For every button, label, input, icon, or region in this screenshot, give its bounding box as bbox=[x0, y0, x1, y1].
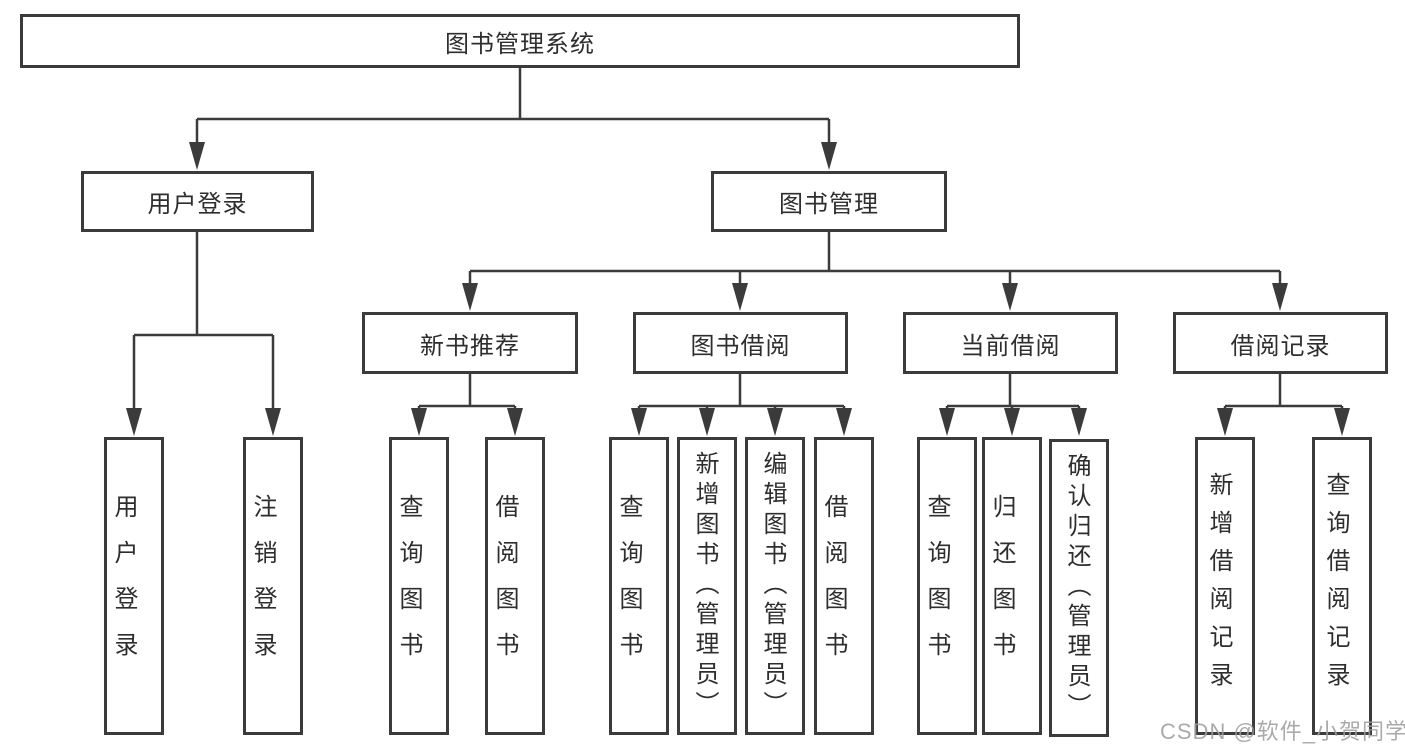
leaf-borrow-books: 借阅图书 bbox=[814, 437, 874, 735]
node-borrow-records: 借阅记录 bbox=[1173, 312, 1388, 374]
arrowheads bbox=[126, 142, 1350, 436]
arrow-icon bbox=[1071, 408, 1087, 436]
arrow-icon bbox=[821, 142, 837, 170]
arrow-icon bbox=[1004, 408, 1020, 436]
leaf-user-login: 用户登录 bbox=[104, 437, 164, 735]
edge-root-to-level2 bbox=[195, 68, 831, 148]
leaf-add-borrow-record: 新增借阅记录 bbox=[1195, 437, 1255, 735]
edge-login-to-leaves bbox=[132, 232, 275, 414]
node-book-borrow: 图书借阅 bbox=[633, 312, 848, 374]
node-book-management: 图书管理 bbox=[711, 171, 947, 232]
arrow-icon bbox=[1334, 408, 1350, 436]
arrow-icon bbox=[1272, 283, 1288, 311]
edge-group1-to-leaves bbox=[417, 374, 517, 414]
arrow-icon bbox=[126, 408, 142, 436]
csdn-watermark: CSDN @软件_小贺同学 bbox=[1160, 719, 1405, 744]
arrow-icon bbox=[631, 408, 647, 436]
arrow-icon bbox=[732, 283, 748, 311]
arrow-icon bbox=[767, 408, 783, 436]
arrow-icon bbox=[265, 408, 281, 436]
arrow-icon bbox=[699, 408, 715, 436]
leaf-return-books: 归还图书 bbox=[982, 437, 1042, 735]
node-user-login: 用户登录 bbox=[81, 171, 314, 232]
leaf-query-books-current: 查询图书 bbox=[917, 437, 977, 735]
edge-group4-to-leaves bbox=[1223, 374, 1344, 414]
arrow-icon bbox=[462, 283, 478, 311]
arrow-icon bbox=[1002, 283, 1018, 311]
node-root: 图书管理系统 bbox=[20, 14, 1020, 68]
leaf-query-borrow-record: 查询借阅记录 bbox=[1312, 437, 1372, 735]
edge-mgmt-to-groups bbox=[468, 232, 1282, 290]
arrow-icon bbox=[411, 408, 427, 436]
leaf-logout: 注销登录 bbox=[243, 437, 303, 735]
arrow-icon bbox=[189, 142, 205, 170]
arrow-icon bbox=[1217, 408, 1233, 436]
leaf-add-books-admin: 新增图书（管理员） bbox=[677, 437, 737, 735]
arrow-icon bbox=[836, 408, 852, 436]
arrow-icon bbox=[507, 408, 523, 436]
leaf-query-books-recommend: 查询图书 bbox=[389, 437, 449, 735]
leaf-confirm-return-admin: 确认归还（管理员） bbox=[1049, 439, 1109, 737]
leaf-query-books-borrow: 查询图书 bbox=[609, 437, 669, 735]
node-current-borrow: 当前借阅 bbox=[903, 312, 1118, 374]
node-new-book-recommend: 新书推荐 bbox=[362, 312, 578, 374]
leaf-borrow-books-recommend: 借阅图书 bbox=[485, 437, 545, 735]
arrow-icon bbox=[939, 408, 955, 436]
leaf-edit-books-admin: 编辑图书（管理员） bbox=[745, 437, 805, 735]
edge-group2-to-leaves bbox=[637, 374, 846, 414]
